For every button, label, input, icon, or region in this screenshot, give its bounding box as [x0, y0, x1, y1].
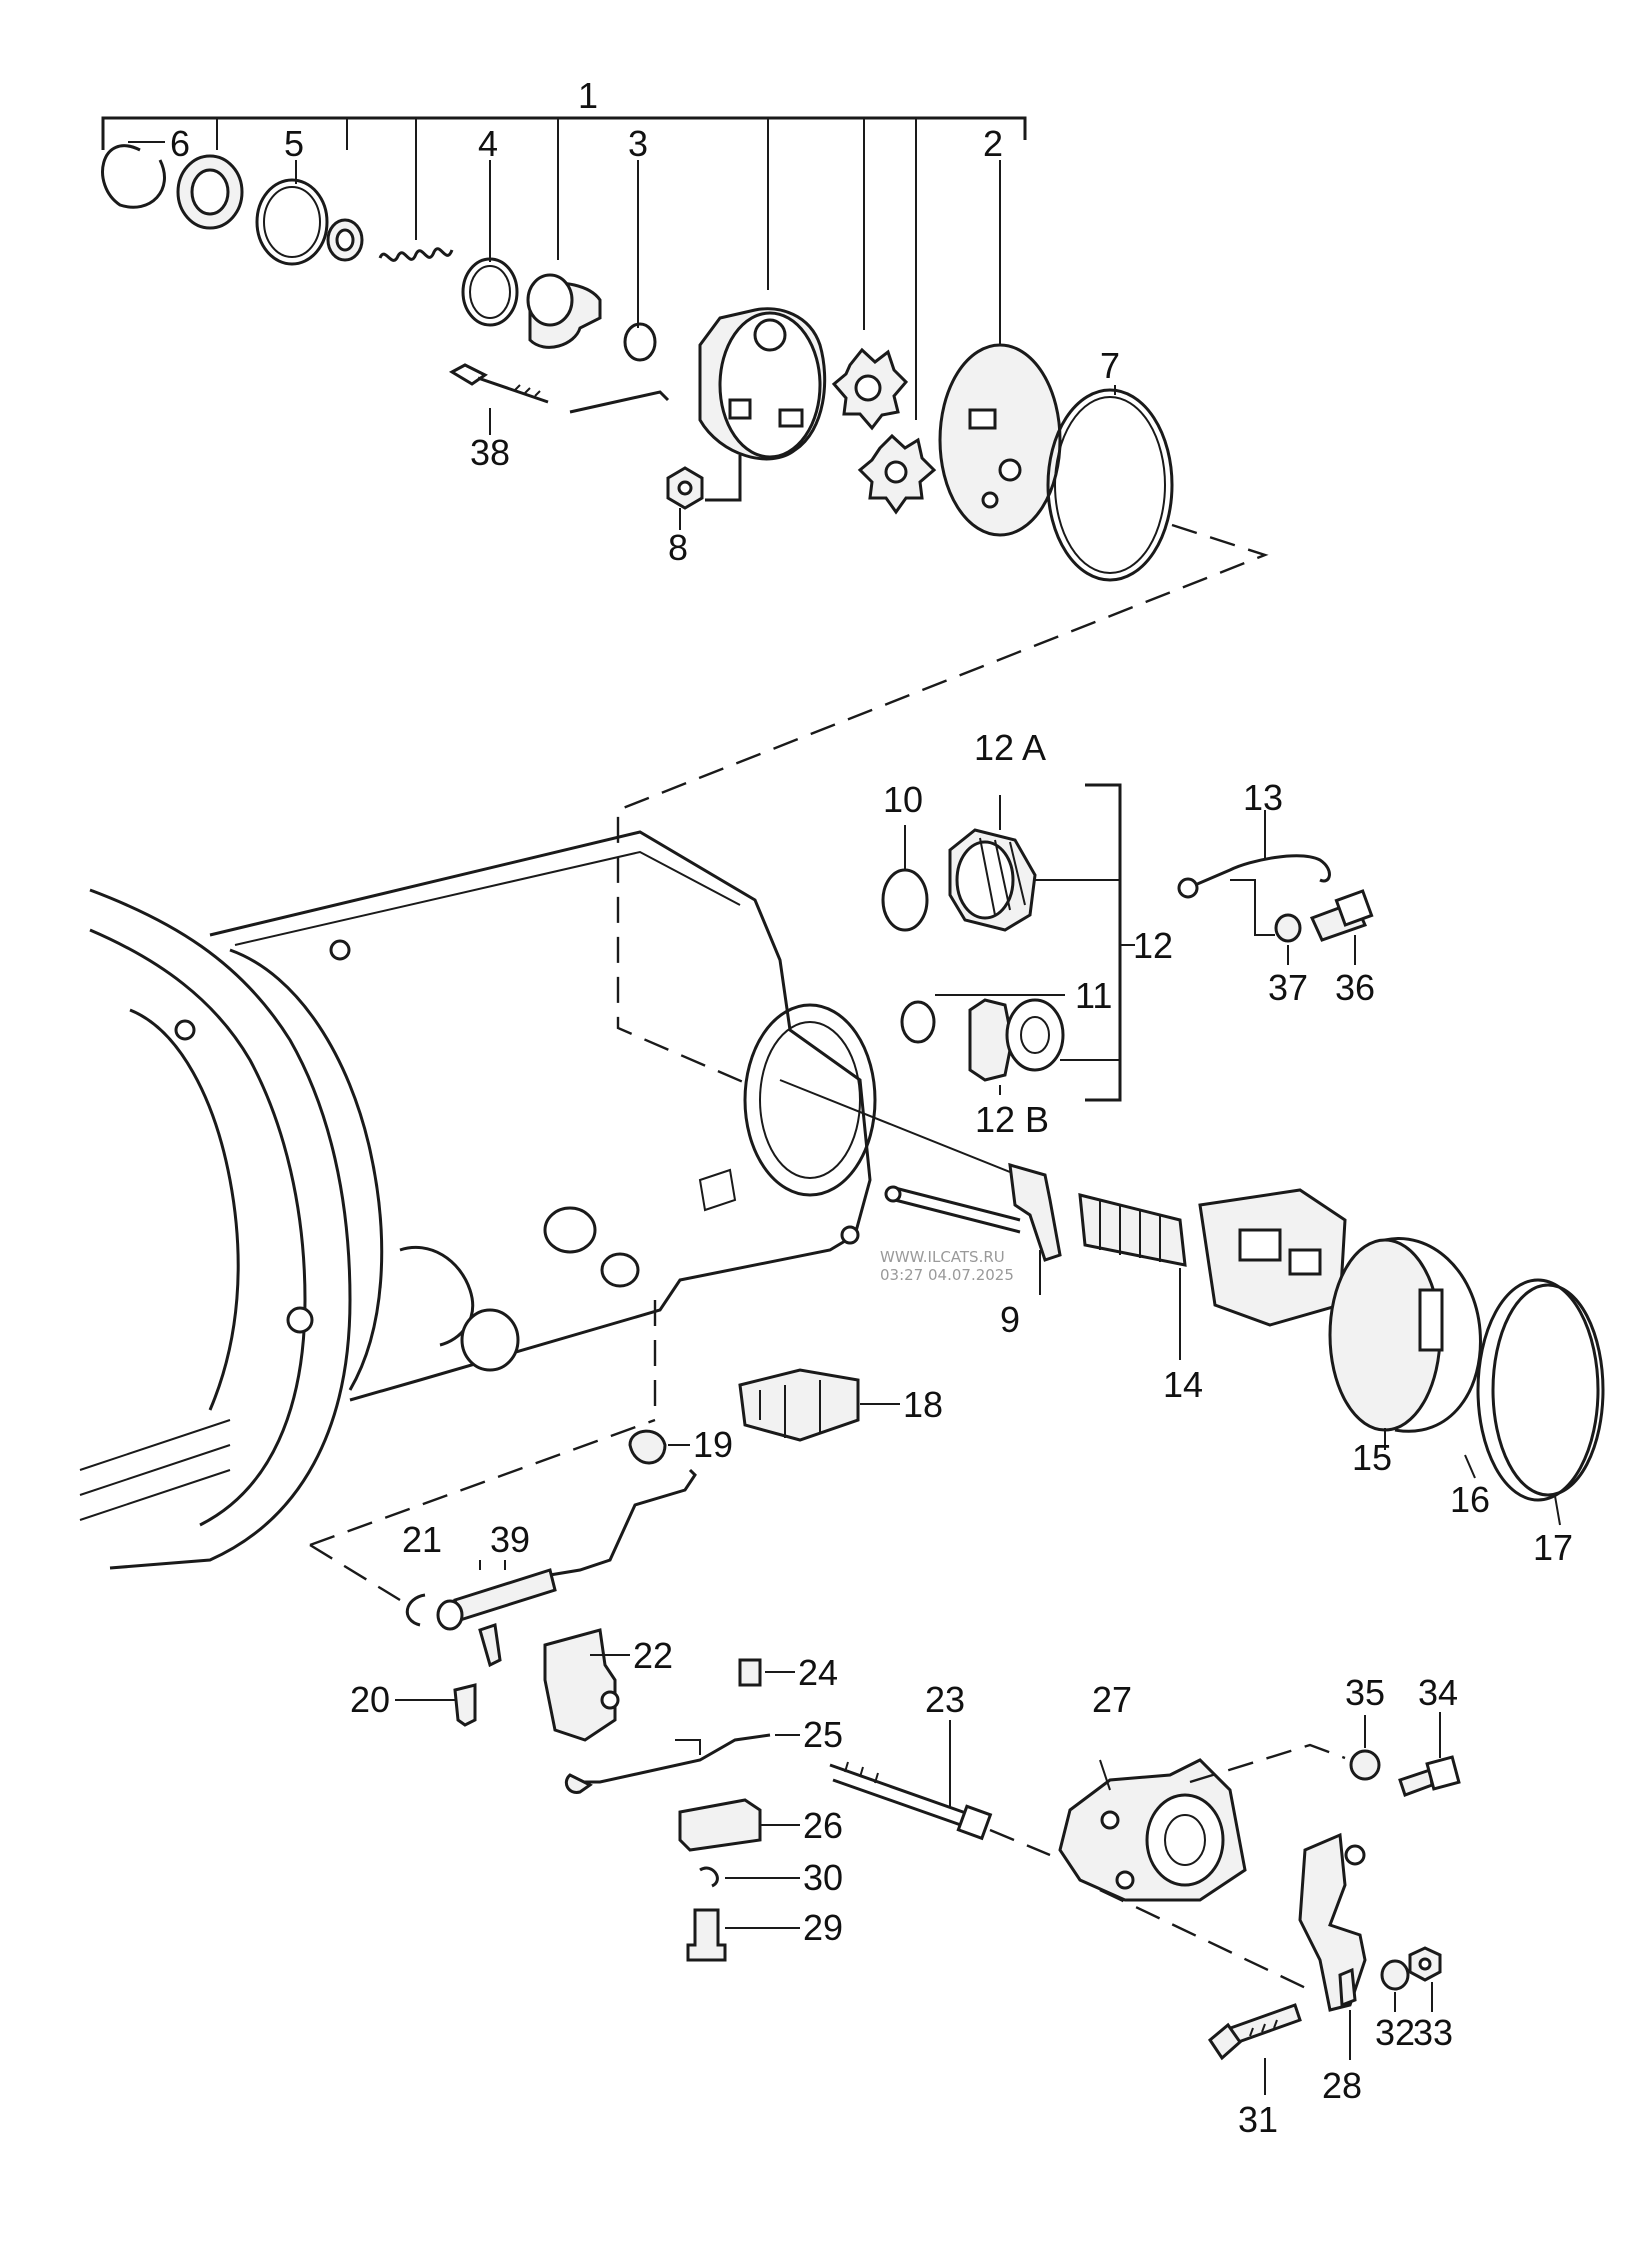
- bolt-29: [686, 1908, 727, 1962]
- linkage-group: [309, 1418, 697, 1742]
- callout-12b: 12 B: [975, 1099, 1049, 1140]
- callout-7: 7: [1100, 345, 1120, 386]
- speedometer-gear-group: [881, 783, 1135, 1102]
- watermark-timestamp: 03:27 04.07.2025: [880, 1266, 1014, 1284]
- callout-3: 3: [628, 123, 648, 164]
- callout-37: 37: [1268, 967, 1308, 1008]
- output-bore: [743, 1003, 877, 1197]
- connector-group: [628, 1368, 900, 1465]
- shaft-23: [829, 1763, 981, 1832]
- washer-37: [1274, 913, 1302, 943]
- bracket-26: [678, 1798, 762, 1852]
- pump-assembly-group: [101, 116, 1269, 1087]
- callout-6: 6: [170, 123, 190, 164]
- callout-19: 19: [693, 1424, 733, 1465]
- watermark-site: WWW.ILCATS.RU: [880, 1248, 1005, 1266]
- callout-27: 27: [1092, 1679, 1132, 1720]
- intermediate-plate-2: [938, 343, 1062, 537]
- lever-28: [1298, 1832, 1367, 2012]
- bracket-12: [1085, 783, 1122, 1102]
- band-17: [1491, 1283, 1605, 1497]
- callout-35: 35: [1345, 1672, 1385, 1713]
- driven-gear-12b: [968, 998, 1014, 1082]
- o-ring-4: [461, 257, 519, 327]
- clip-20: [453, 1683, 477, 1727]
- connector-18: [738, 1368, 860, 1442]
- pipe-13: [1194, 854, 1331, 887]
- bolt-38: [448, 363, 488, 386]
- callout-28: 28: [1322, 2065, 1362, 2106]
- washer-35: [1349, 1749, 1381, 1781]
- callout-33: 33: [1413, 2012, 1453, 2053]
- callout-24: 24: [798, 1652, 838, 1693]
- band-16: [1476, 1278, 1600, 1502]
- bracket-group: [564, 1658, 800, 1962]
- callout-14: 14: [1163, 1364, 1203, 1405]
- shift-shaft-group: [884, 1162, 1605, 1526]
- callout-11: 11: [1075, 975, 1112, 1016]
- callout-29: 29: [803, 1907, 843, 1948]
- o-ring-7: [1046, 388, 1174, 582]
- cable-group: [1177, 810, 1374, 965]
- callout-13: 13: [1243, 777, 1283, 818]
- callout-labels: 1 2 3 4 5 6 7 8 9 10 11 12 12 A 12 B 13 …: [170, 75, 1573, 2140]
- rod-39: [449, 1468, 697, 1617]
- callout-31: 31: [1238, 2099, 1278, 2140]
- bolt-34: [1398, 1768, 1434, 1797]
- circlip-11: [900, 1000, 936, 1044]
- callout-2: 2: [983, 123, 1003, 164]
- callout-25: 25: [803, 1714, 843, 1755]
- callout-23: 23: [925, 1679, 965, 1720]
- lever-22: [543, 1628, 617, 1742]
- callout-38: 38: [470, 432, 510, 473]
- clip-21: [406, 1593, 426, 1627]
- callout-34: 34: [1418, 1672, 1458, 1713]
- callout-36: 36: [1335, 967, 1375, 1008]
- shaft-9: [894, 1186, 1021, 1234]
- callout-12a: 12 A: [974, 727, 1046, 768]
- callout-1: 1: [578, 75, 598, 116]
- washer-30: [699, 1866, 719, 1888]
- pin-24: [738, 1658, 762, 1687]
- callout-30: 30: [803, 1857, 843, 1898]
- circlip-6: [101, 144, 166, 209]
- selector-group: [829, 1712, 1461, 2095]
- bracket-25: [570, 1733, 771, 1784]
- o-ring-5: [255, 178, 329, 266]
- washer-32: [1380, 1959, 1410, 1991]
- callout-15: 15: [1352, 1437, 1392, 1478]
- callout-4: 4: [478, 123, 498, 164]
- bracket-1: [101, 116, 1027, 150]
- callout-32: 32: [1375, 2012, 1415, 2053]
- callout-39: 39: [490, 1519, 530, 1560]
- spring: [378, 247, 454, 262]
- callout-5: 5: [284, 123, 304, 164]
- callout-8: 8: [668, 527, 688, 568]
- callout-22: 22: [633, 1635, 673, 1676]
- circlip-10: [881, 868, 929, 932]
- callout-20: 20: [350, 1679, 390, 1720]
- callout-18: 18: [903, 1384, 943, 1425]
- callout-12: 12: [1133, 925, 1173, 966]
- watermark: WWW.ILCATS.RU 03:27 04.07.2025: [880, 1248, 1014, 1284]
- callout-17: 17: [1533, 1527, 1573, 1568]
- callout-10: 10: [883, 779, 923, 820]
- o-ring-3: [623, 322, 657, 362]
- transmission-housing: [79, 830, 1031, 1570]
- bush-19: [628, 1429, 667, 1465]
- callout-21: 21: [402, 1519, 442, 1560]
- callout-9: 9: [1000, 1299, 1020, 1340]
- callout-26: 26: [803, 1805, 843, 1846]
- callout-16: 16: [1450, 1479, 1490, 1520]
- valve-body-14: [1078, 1193, 1187, 1267]
